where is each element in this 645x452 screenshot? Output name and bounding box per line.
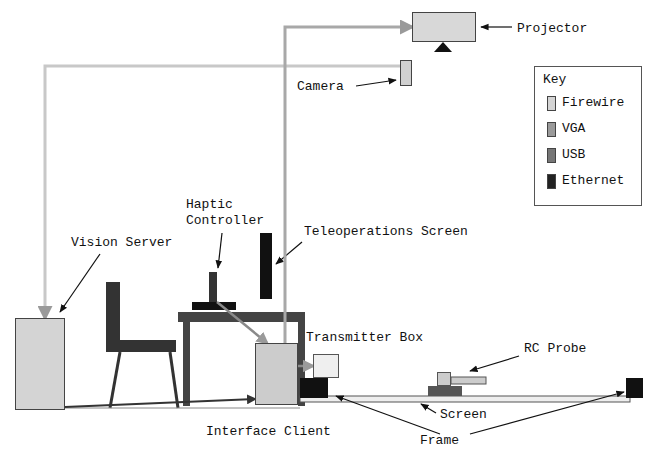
- probe-barrel: [451, 377, 486, 384]
- legend-swatch: [547, 96, 556, 111]
- legend-swatch: [547, 148, 556, 163]
- frame-label: Frame: [420, 433, 459, 449]
- screen-label: Screen: [440, 407, 487, 423]
- probe-base: [428, 386, 462, 396]
- legend-swatch: [547, 174, 556, 189]
- projector-stand: [434, 42, 452, 52]
- part-label: Teleoperations Screen: [304, 224, 468, 240]
- rc-probe-body: RC Probe: [437, 372, 451, 386]
- frame-block: [626, 378, 643, 398]
- haptic-stick: Haptic Controller: [209, 272, 217, 302]
- legend-swatch: [547, 122, 556, 137]
- chair: [106, 282, 178, 408]
- camera-box: Camera: [400, 60, 412, 86]
- legend-title: Key: [543, 72, 566, 88]
- legend-text: Ethernet: [562, 173, 624, 189]
- legend-text: Firewire: [562, 95, 624, 111]
- cable-connector: [217, 302, 267, 343]
- projector-box: Projector: [412, 12, 476, 42]
- haptic-base: [192, 302, 236, 310]
- interface-client-box: Interface Client: [255, 343, 298, 405]
- cable-connector: [65, 399, 255, 407]
- legend-text: USB: [562, 147, 585, 163]
- part-label: Transmitter Box: [306, 330, 423, 346]
- part-label: Haptic Controller: [186, 197, 272, 229]
- part-label: Interface Client: [206, 424, 331, 440]
- part-label: Vision Server: [71, 235, 172, 251]
- vision-server-box: Vision Server: [15, 318, 65, 410]
- legend-text: VGA: [562, 121, 585, 137]
- part-label: Camera: [297, 79, 344, 95]
- transmitter-box: Transmitter Box: [313, 354, 339, 378]
- frame-block: [300, 378, 328, 398]
- cable-connector: [45, 66, 400, 318]
- cable-connector: [285, 27, 412, 343]
- cable-connector: [298, 365, 313, 368]
- part-label: RC Probe: [524, 341, 586, 357]
- teleop-screen: Teleoperations Screen: [260, 233, 272, 299]
- part-label: Projector: [517, 21, 587, 37]
